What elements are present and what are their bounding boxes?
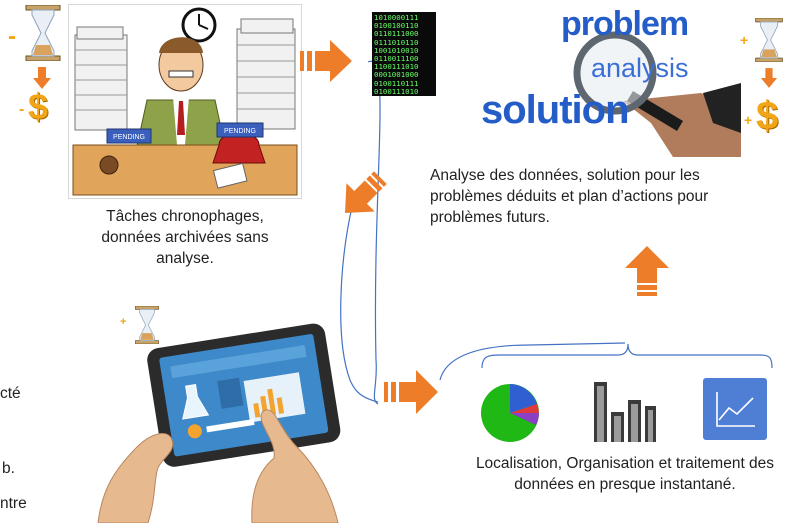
hourglass-icon xyxy=(25,5,61,61)
plus-sign-small: + xyxy=(120,316,127,328)
arrow-right-icon xyxy=(300,40,352,82)
caption-step2: Analyse des données, solution pour les p… xyxy=(430,167,709,226)
binary-line: 0100110111 xyxy=(374,78,419,88)
binary-line: 0001001000 xyxy=(374,70,419,80)
dollar-icon-right: $ xyxy=(756,94,779,138)
arrow-up-icon xyxy=(625,246,669,296)
word-problem: problem xyxy=(561,5,689,43)
down-arrow-icon-right xyxy=(760,68,778,88)
word-solution: solution xyxy=(481,88,630,132)
minus-sign: - xyxy=(8,23,16,50)
binary-line: 0100111010 xyxy=(374,86,419,96)
connector-curve-top xyxy=(367,60,381,405)
caption-step1: Tâches chronophages, données archivées s… xyxy=(101,208,269,267)
binary-line: 1001010010 xyxy=(374,45,419,55)
plus-sign-lower: + xyxy=(744,112,753,128)
bar-chart-icon xyxy=(594,382,656,442)
down-arrow-icon xyxy=(33,67,51,89)
caption-step3: Localisation, Organisation et traitement… xyxy=(475,455,775,493)
pending-tray-label-left: PENDING xyxy=(113,134,145,141)
pie-chart-icon xyxy=(481,384,539,442)
plus-sign: + xyxy=(740,32,749,48)
arrow-down-left-icon xyxy=(345,171,387,213)
time-saving-indicator: + xyxy=(120,306,164,350)
brace-bracket xyxy=(481,343,773,369)
pending-tray-label-right: PENDING xyxy=(224,128,256,135)
tablet-illustration xyxy=(96,318,342,524)
minus-sign-lower: - xyxy=(19,101,25,118)
binary-line: 0111010110 xyxy=(374,37,419,47)
line-chart-icon xyxy=(703,378,767,440)
connector-curve-bottom xyxy=(439,342,626,381)
office-worker-illustration: PENDING PENDING xyxy=(68,4,302,199)
dollar-icon: $ xyxy=(28,86,49,127)
binary-line: 0110111000 xyxy=(374,29,419,39)
problem-analysis-image: problem analysis solution xyxy=(473,3,741,157)
truncated-left-line-3: ntre xyxy=(0,495,27,512)
binary-line: 1100111010 xyxy=(374,62,419,72)
truncated-left-line-1: cté xyxy=(0,385,21,402)
hourglass-icon-small xyxy=(135,306,159,344)
connector-curve-mid xyxy=(340,206,379,403)
truncated-left-line-2: b. xyxy=(2,460,15,477)
binary-line: 0100100110 xyxy=(374,21,419,31)
cost-decrease-indicator: - - $ xyxy=(8,5,68,125)
hourglass-icon-right xyxy=(755,18,783,62)
binary-line: 1010000111 xyxy=(374,13,419,22)
binary-line: 0110011100 xyxy=(374,54,419,64)
word-analysis: analysis xyxy=(591,53,689,83)
arrow-right-icon-lower xyxy=(384,370,438,414)
cost-increase-indicator: + + $ xyxy=(738,18,787,153)
